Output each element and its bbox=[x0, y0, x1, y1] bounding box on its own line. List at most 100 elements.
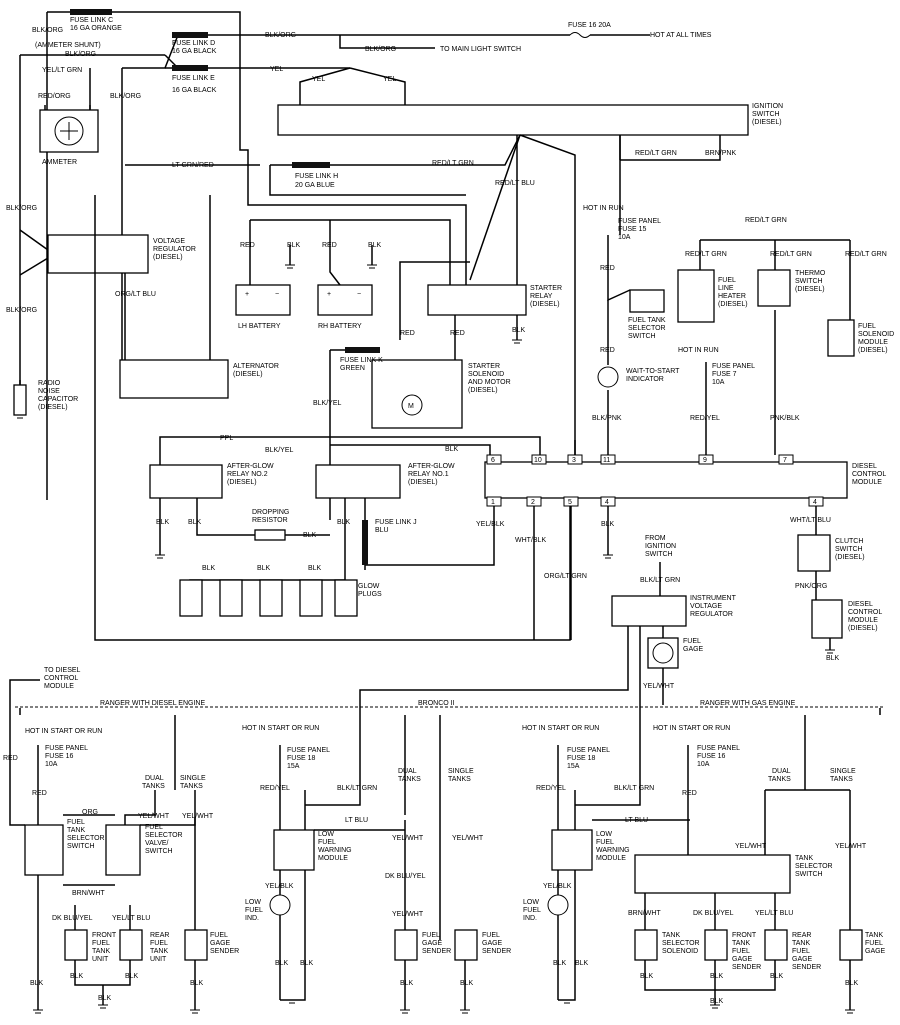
label-red: RED bbox=[600, 265, 615, 272]
label-ftf-1: FRONT bbox=[92, 932, 117, 939]
label-lfw-4: MODULE bbox=[596, 855, 626, 862]
ground-symbols bbox=[15, 264, 855, 1014]
label-after-glow-1-2: RELAY NO.1 bbox=[408, 471, 449, 478]
label-fuse-link-c: FUSE LINK C bbox=[70, 17, 113, 24]
label-lfw-3: WARNING bbox=[596, 847, 630, 854]
label-red: RED bbox=[32, 790, 47, 797]
label-a15: 15A bbox=[287, 763, 300, 770]
label-dropping-1: DROPPING bbox=[252, 509, 289, 516]
label-dual: DUAL bbox=[772, 768, 791, 775]
label-fts-2: TANK bbox=[67, 827, 85, 834]
label-blk-lt-grn2: BLK/LT GRN bbox=[614, 785, 654, 792]
label-red-lt-grn: RED/LT GRN bbox=[745, 217, 787, 224]
label-thermo-1: THERMO bbox=[795, 270, 826, 277]
label-from-ign-2: IGNITION bbox=[645, 543, 676, 550]
label-to-dcm-1: TO DIESEL bbox=[44, 667, 81, 674]
label-blk: BLK bbox=[445, 446, 459, 453]
label-blk-org: BLK/ORG bbox=[32, 27, 63, 34]
label-capacitor: CAPACITOR bbox=[38, 396, 78, 403]
label-pin-9: 9 bbox=[703, 457, 707, 464]
starter-relay: STARTER RELAY (DIESEL) RED RED BLK M STA… bbox=[313, 261, 562, 520]
label-wht-blk: WHT/BLK bbox=[515, 537, 546, 544]
label-tfg-1: TANK bbox=[865, 932, 883, 939]
label-pin-2: 2 bbox=[531, 499, 535, 506]
label-red-lt-grn: RED/LT GRN bbox=[770, 251, 812, 258]
label-tanks: TANKS bbox=[142, 783, 165, 790]
label-fuel-line-heater-1: FUEL bbox=[718, 277, 736, 284]
label-yel-blk: YEL/BLK bbox=[265, 883, 294, 890]
label-red-lt-grn: RED/LT GRN bbox=[635, 150, 677, 157]
label-fuse-panel: FUSE PANEL bbox=[697, 745, 740, 752]
label-fuse-panel: FUSE PANEL bbox=[618, 218, 661, 225]
fuse-panel-15-group: HOT IN RUN FUSE PANEL FUSE 15 10A RED FU… bbox=[583, 205, 755, 455]
label-fgs-2: GAGE bbox=[210, 940, 231, 947]
label-red-yel: RED/YEL bbox=[536, 785, 566, 792]
label-switch-diesel: SWITCH bbox=[752, 111, 780, 118]
label-blk: BLK bbox=[512, 327, 526, 334]
label-rtfg-1: REAR bbox=[792, 932, 811, 939]
label-a10: 10A bbox=[697, 761, 710, 768]
label-lfi-3: IND. bbox=[245, 915, 259, 922]
label-lt-grn-red: LT GRN/RED bbox=[172, 162, 214, 169]
label-blk: BLK bbox=[337, 519, 351, 526]
label-fts-1: FUEL bbox=[67, 819, 85, 826]
label-ftf-3: TANK bbox=[92, 948, 110, 955]
label-ftfg-3: FUEL bbox=[732, 948, 750, 955]
label-hot-start-run: HOT IN START OR RUN bbox=[522, 725, 599, 732]
label-diesel: (DIESEL) bbox=[153, 254, 183, 261]
label-rtfg-2: TANK bbox=[792, 940, 810, 947]
label-tanks: TANKS bbox=[398, 776, 421, 783]
label-dk-blu-yel: DK BLU/YEL bbox=[52, 915, 93, 922]
label-blk: BLK bbox=[303, 532, 317, 539]
label-red: RED bbox=[240, 242, 255, 249]
label-blk: BLK bbox=[553, 960, 567, 967]
label-label: − bbox=[275, 291, 279, 298]
label-tss-1: TANK bbox=[795, 855, 813, 862]
label-blk-pnk: BLK/PNK bbox=[592, 415, 622, 422]
label-fuse-link-j: FUSE LINK J bbox=[375, 519, 417, 526]
label-diesel: (DIESEL) bbox=[848, 625, 878, 632]
label-brn-wht: BRN/WHT bbox=[72, 890, 105, 897]
label-wht-lt-blu: WHT/LT BLU bbox=[790, 517, 831, 524]
label-solenoid: SOLENOID bbox=[468, 371, 504, 378]
label-alternator: ALTERNATOR bbox=[233, 363, 279, 370]
label-yel-wht: YEL/WHT bbox=[835, 843, 867, 850]
label-yel-wht: YEL/WHT bbox=[452, 835, 484, 842]
label-pnk-blk: PNK/BLK bbox=[770, 415, 800, 422]
bottom-sections-header: TO DIESEL CONTROL MODULE RED RANGER WITH… bbox=[3, 667, 885, 826]
label-pin-1: 1 bbox=[491, 499, 495, 506]
label-fsv-3: VALVE/ bbox=[145, 840, 169, 847]
label-dcm-2: CONTROL bbox=[852, 471, 886, 478]
label-ftf-4: UNIT bbox=[92, 956, 109, 963]
label-voltage-regulator: VOLTAGE bbox=[153, 238, 185, 245]
label-wait-to-start-2: INDICATOR bbox=[626, 376, 664, 383]
label-glow-1: GLOW bbox=[358, 583, 380, 590]
label-org-lt-blu: ORG/LT BLU bbox=[115, 291, 156, 298]
label-blk: BLK bbox=[460, 980, 474, 987]
label-fgs-1: FUEL bbox=[422, 932, 440, 939]
label-lfi-3: IND. bbox=[523, 915, 537, 922]
label-dcm-b-2: CONTROL bbox=[848, 609, 882, 616]
label-fuse-panel: FUSE PANEL bbox=[287, 747, 330, 754]
label-a10: 10A bbox=[618, 234, 631, 241]
label-fuse-link-h: FUSE LINK H bbox=[295, 173, 338, 180]
label-ga-16-orange: 16 GA ORANGE bbox=[70, 25, 122, 32]
label-diesel: (DIESEL) bbox=[468, 387, 498, 394]
label-fuel-line-heater-3: HEATER bbox=[718, 293, 746, 300]
label-dk-blu-yel: DK BLU/YEL bbox=[693, 910, 734, 917]
label-ammeter: AMMETER bbox=[42, 159, 77, 166]
label-blk: BLK bbox=[202, 565, 216, 572]
label-blk: BLK bbox=[575, 960, 589, 967]
label-inst-vr-2: VOLTAGE bbox=[690, 603, 722, 610]
label-blk: BLK bbox=[640, 973, 654, 980]
label-fgs-1: FUEL bbox=[482, 932, 500, 939]
label-blk-org: BLK/ORG bbox=[65, 51, 96, 58]
label-red-lt-grn: RED/LT GRN bbox=[845, 251, 887, 258]
label-single: SINGLE bbox=[180, 775, 206, 782]
label-fsv-2: SELECTOR bbox=[145, 832, 183, 839]
label-ftfg-2: TANK bbox=[732, 940, 750, 947]
label-diesel: (DIESEL) bbox=[408, 479, 438, 486]
label-clutch-1: CLUTCH bbox=[835, 538, 863, 545]
label-fuse-16-20a: FUSE 16 20A bbox=[568, 22, 611, 29]
label-bronco: BRONCO II bbox=[418, 700, 455, 707]
